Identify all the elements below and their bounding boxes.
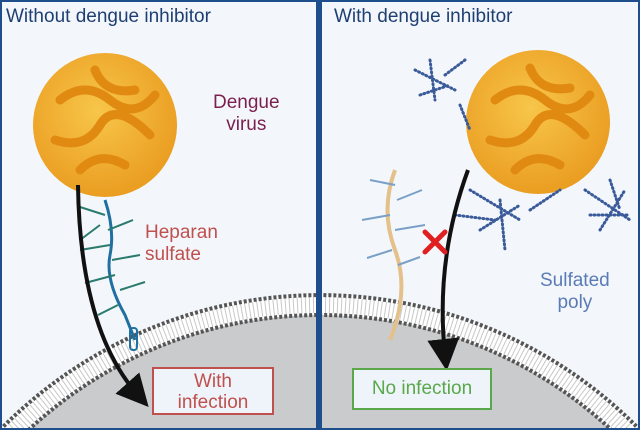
dengue-virus-right (466, 50, 610, 194)
with-infection-box: With infection (152, 367, 274, 415)
virus-label-line2: virus (226, 114, 267, 135)
virus-label-line1: Dengue (213, 92, 280, 113)
sulfated-label-line2: poly (557, 292, 593, 313)
panel-divider (316, 0, 322, 430)
heparan-sulfate-label: Heparan sulfate (145, 222, 218, 266)
infection-arrow (76, 184, 149, 407)
outcome-line2: infection (177, 392, 249, 413)
dengue-virus-left (33, 53, 177, 197)
left-panel-title: Without dengue inhibitor (6, 6, 211, 27)
dengue-virus-label: Dengue virus (213, 92, 280, 136)
sulfated-poly-label: Sulfated poly (540, 270, 610, 314)
right-panel-title: With dengue inhibitor (334, 6, 513, 27)
blocked-arrow (427, 169, 470, 371)
heparan-label-line2: sulfate (145, 244, 201, 265)
sulfated-polymer-cluster (413, 58, 632, 252)
sulfated-label-line1: Sulfated (540, 270, 610, 291)
outcome-line1: With (194, 371, 232, 392)
heparan-sulfate-right (361, 169, 426, 341)
heparan-sulfate-left (79, 199, 146, 351)
no-infection-box: No infection (352, 368, 492, 410)
heparan-label-line1: Heparan (145, 222, 218, 243)
block-x-icon (422, 229, 448, 255)
